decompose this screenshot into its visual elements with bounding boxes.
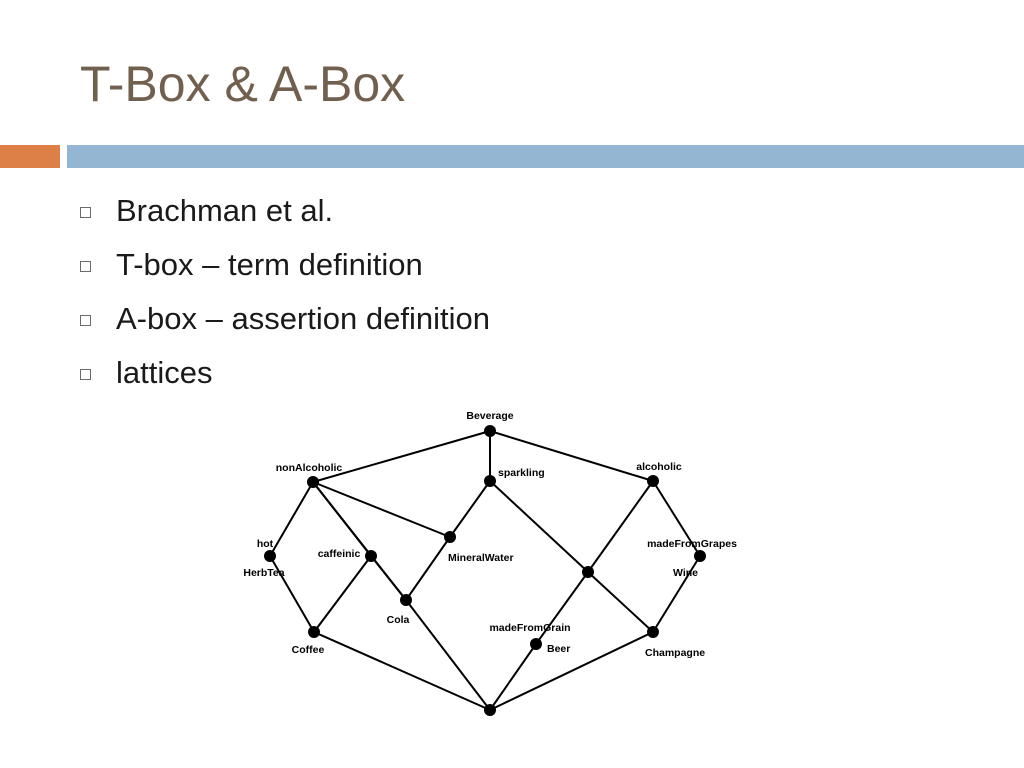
node-label-champagne: Champagne [645, 647, 705, 659]
node-hot [264, 550, 276, 562]
node-label-coffee: Coffee [292, 644, 325, 656]
node-sparkling [484, 475, 496, 487]
node-cola [400, 594, 412, 606]
node-champagne [647, 626, 659, 638]
bullet-text: lattices [116, 355, 213, 390]
edge-nonAlcoholic-mineralWater [312, 481, 451, 538]
edge-nonAlcoholic-hot [269, 481, 314, 557]
hollow-square-icon [80, 368, 91, 380]
accent-bar-orange [0, 145, 60, 168]
bullet-text: Brachman et al. [116, 193, 334, 228]
edge-alcoholic-wine [652, 480, 701, 557]
node-label-madeFromGrain: madeFromGrain [489, 622, 570, 634]
node-label-beverage: Beverage [466, 410, 513, 422]
bullet-text: A-box – assertion definition [116, 301, 490, 336]
hollow-square-icon [80, 260, 91, 272]
bullet-text: T-box – term definition [116, 247, 423, 282]
edge-wine-champagne [652, 555, 701, 633]
node-label-alcoholic: alcoholic [636, 461, 682, 473]
node-label-wine: Wine [673, 567, 698, 579]
bullet-item: T-box – term definition [80, 238, 490, 292]
lattice-svg: Beverage nonAlcoholic sparkling alcoholic ho… [243, 410, 737, 716]
node-beer [530, 638, 542, 650]
edge-caffeinic-cola [370, 555, 407, 601]
node-sparklingAlcoholic [582, 566, 594, 578]
node-label-nonAlcoholic: nonAlcoholic [276, 462, 343, 474]
edge-beverage-nonAlcoholic [312, 430, 491, 483]
node-label-beer: Beer [547, 643, 570, 655]
hollow-square-icon [80, 314, 91, 326]
edge-alcoholic-sparklingAlcoholic [587, 480, 654, 573]
edge-hot-coffee [269, 555, 315, 633]
edge-sparklingAlcoholic-champagne [587, 571, 654, 633]
node-nonAlcoholic [307, 476, 319, 488]
node-label-caffeinic: caffeinic [318, 548, 361, 560]
node-alcoholic [647, 475, 659, 487]
lattice-diagram: Beverage nonAlcoholic sparkling alcoholic ho… [228, 404, 740, 718]
bullet-item: lattices [80, 346, 490, 400]
node-bottom [484, 704, 496, 716]
node-label-sparkling: sparkling [498, 467, 545, 479]
edge-caffeinic-coffee [313, 555, 372, 633]
node-madeFromGrapes [694, 550, 706, 562]
node-mineralWater [444, 531, 456, 543]
edge-sparkling-sparklingAlcoholic [489, 480, 589, 573]
node-label-madeFromGrapes: madeFromGrapes [647, 538, 737, 550]
edge-coffee-bottom [313, 631, 491, 711]
node-label-herbTea: HerbTea [243, 567, 284, 579]
node-label-mineralWater: MineralWater [448, 552, 514, 564]
bullet-list: Brachman et al. T-box – term definition … [80, 184, 490, 400]
accent-bar-blue [67, 145, 1024, 168]
edge-champagne-bottom [489, 631, 654, 711]
bullet-item: Brachman et al. [80, 184, 490, 238]
edge-cola-bottom [405, 599, 491, 711]
node-caffeinic [365, 550, 377, 562]
edge-sparklingAlcoholic-beer [535, 571, 589, 645]
node-coffee [308, 626, 320, 638]
node-label-hot: hot [257, 538, 274, 550]
edge-beer-bottom [489, 643, 537, 711]
node-beverage [484, 425, 496, 437]
edge-beverage-alcoholic [489, 430, 654, 482]
edge-sparkling-mineralWater [449, 480, 491, 538]
edge-mineralWater-cola [405, 536, 451, 601]
bullet-item: A-box – assertion definition [80, 292, 490, 346]
slide-title: T-Box & A-Box [80, 56, 406, 112]
hollow-square-icon [80, 206, 91, 218]
node-label-cola: Cola [387, 614, 410, 626]
